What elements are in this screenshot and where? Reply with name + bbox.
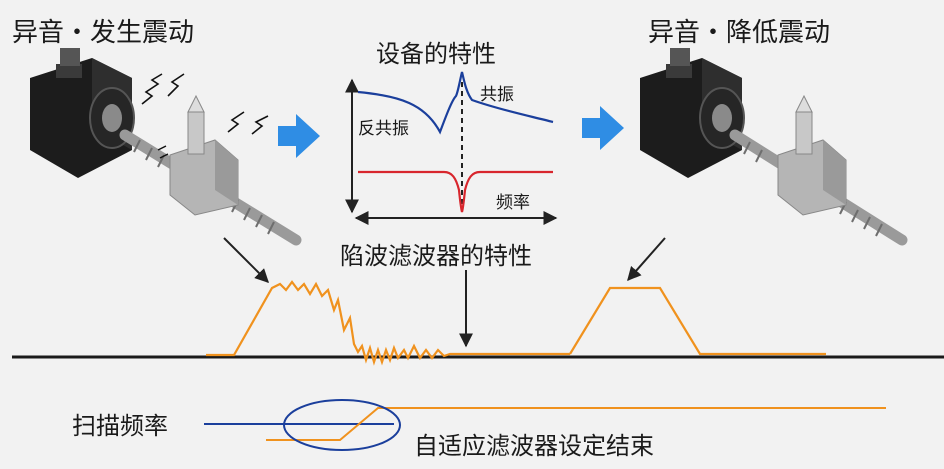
stable-waveform [569, 286, 826, 356]
antiresonance-label: 反共振 [358, 119, 409, 139]
vibrating-waveform [206, 280, 570, 366]
notch-curve [358, 170, 553, 213]
frequency-response-chart [345, 71, 558, 225]
sweep-frequency-label: 扫描频率 [72, 412, 168, 440]
resonance-label: 共振 [480, 85, 514, 105]
left-title: 异音・发生震动 [12, 18, 195, 48]
focus-ellipse [283, 399, 401, 451]
calm-motor-illustration [640, 48, 908, 246]
right-title: 异音・降低震动 [648, 18, 831, 48]
frequency-label: 频率 [496, 193, 530, 213]
notch-caption: 陷波滤波器的特性 [340, 242, 532, 270]
adaptive-line [266, 407, 886, 441]
process-arrow-icon [278, 114, 320, 158]
center-title: 设备的特性 [376, 40, 496, 68]
process-arrow-icon [582, 106, 624, 150]
vibrating-motor-illustration [30, 48, 302, 246]
resonance-curve [357, 71, 554, 135]
adaptive-done-label: 自适应滤波器设定结束 [414, 432, 654, 460]
